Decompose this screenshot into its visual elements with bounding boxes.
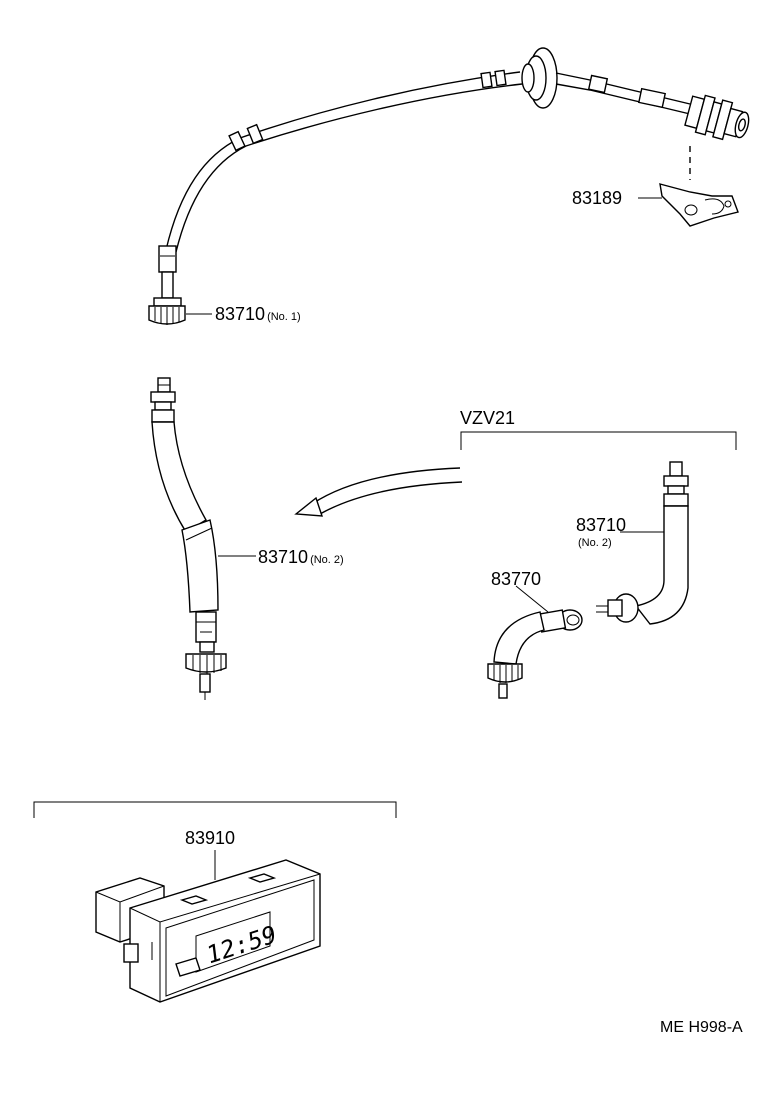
speedometer-cable-no1 [148,47,750,325]
label-83710: 83710 [258,547,308,567]
svg-text:83710(No. 1): 83710(No. 1) [215,304,301,324]
clock-bracket [33,801,397,818]
variant-bracket [460,431,737,450]
speedometer-cable-no2 [150,377,227,700]
label-83910: 83910 [185,828,235,848]
clamp-83189 [638,183,739,227]
label-no2: (No. 2) [578,537,612,549]
reference-arrow [294,467,463,517]
label-no1: (No. 1) [267,311,301,323]
callout-83710-no1: 83710(No. 1) [186,304,301,324]
label-83770: 83770 [491,569,541,589]
label-83710: 83710 [215,304,265,324]
label-83189: 83189 [572,188,622,208]
callout-83710-vzv21: 83710 (No. 2) [576,515,664,549]
callout-83770: 83770 [491,569,549,613]
sub-cable-83770 [487,609,583,699]
callout-83710-no2: 83710(No. 2) [218,547,344,567]
clock-unit-83910 [95,859,321,1003]
variant-label: VZV21 [460,408,515,428]
label-83710: 83710 [576,515,626,535]
speedometer-cable-no2-vzv21 [596,461,689,625]
svg-text:83710(No. 2): 83710(No. 2) [258,547,344,567]
label-no2: (No. 2) [310,554,344,566]
diagram-code: ME H998-A [660,1019,743,1036]
